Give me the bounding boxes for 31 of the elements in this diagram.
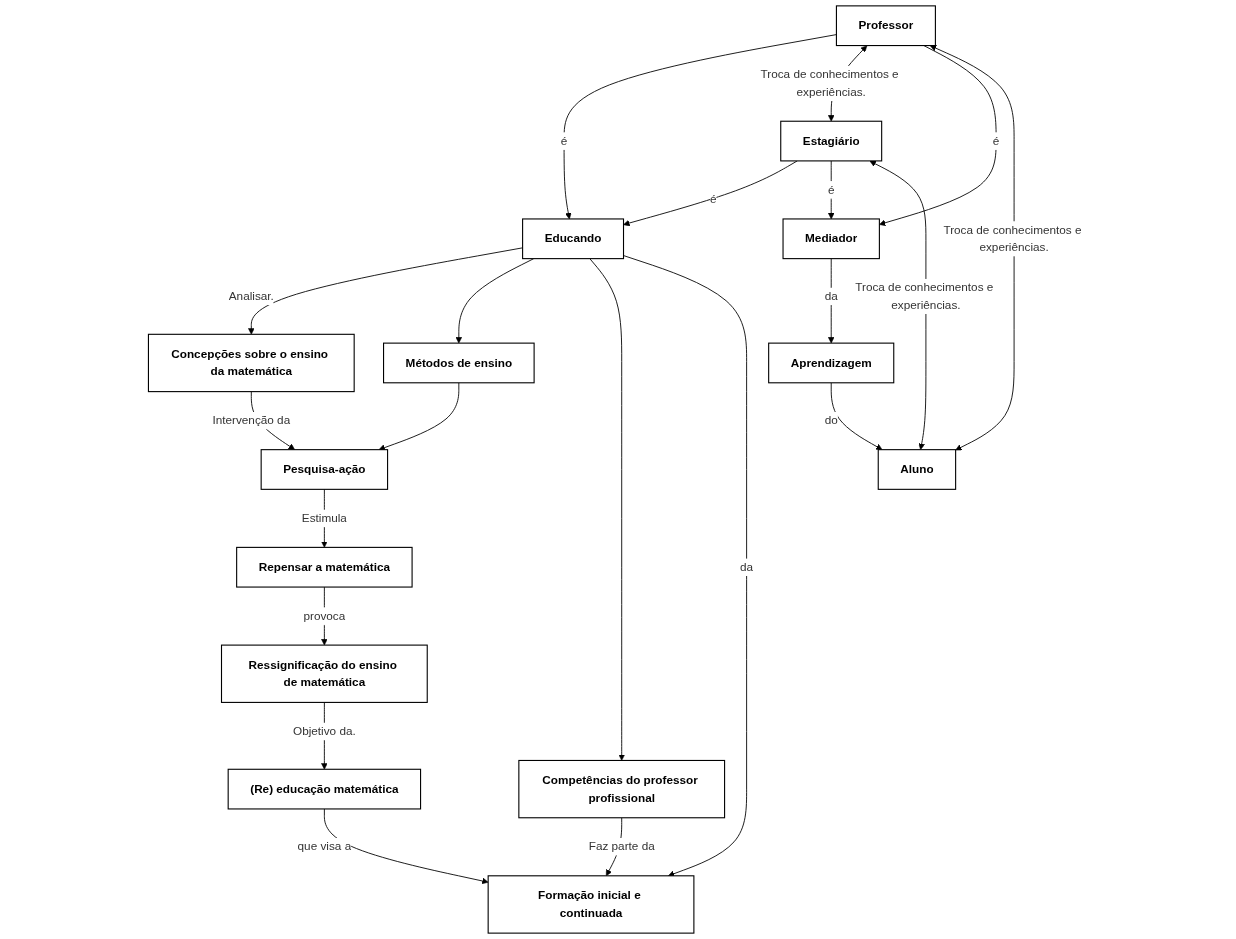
edge-label: Troca de conhecimentos e experiências. [943, 223, 1082, 254]
node-box: Mediador [782, 218, 880, 260]
edge-label: Troca de conhecimentos e experiências. [855, 281, 994, 312]
node-box: Competências do professor profissional [518, 759, 726, 819]
node-box: Repensar a matemática [236, 546, 413, 588]
edge-label: Troca de conhecimentos e experiências. [760, 67, 899, 99]
node-box: Métodos de ensino [383, 342, 535, 384]
edge-label: é [827, 183, 835, 196]
edge-label: Estimula [301, 511, 347, 525]
node-box: Concepções sobre o ensino da matemática [147, 333, 355, 393]
node-box: Professor [835, 5, 936, 47]
edge-label: Objetivo da. [293, 724, 356, 738]
node-box: Pesquisa-ação [260, 449, 389, 490]
edge-label: do [824, 414, 838, 427]
edge-label: da [824, 289, 838, 303]
edge-label: que visa a [297, 840, 352, 853]
edge-label: é [992, 134, 1000, 147]
edge-label: é [709, 192, 717, 206]
edge-label: provoca [303, 609, 346, 622]
node-box: Estagiário [780, 120, 883, 162]
node-box: Aluno [877, 449, 957, 490]
node-box: Formação inicial e continuada [487, 875, 695, 934]
node-box: Aprendizagem [768, 342, 895, 384]
node-box: (Re) educação matemática [227, 768, 422, 810]
edge-label: Faz parte da [588, 840, 655, 853]
edge-label: da [740, 560, 754, 574]
edge-label: Analisar. [228, 289, 274, 303]
node-box: Educando [522, 218, 625, 260]
edge-label: Intervenção da [212, 414, 291, 427]
node-box: Ressignificação do ensino de matemática [220, 644, 428, 703]
edge-label: é [560, 134, 568, 147]
